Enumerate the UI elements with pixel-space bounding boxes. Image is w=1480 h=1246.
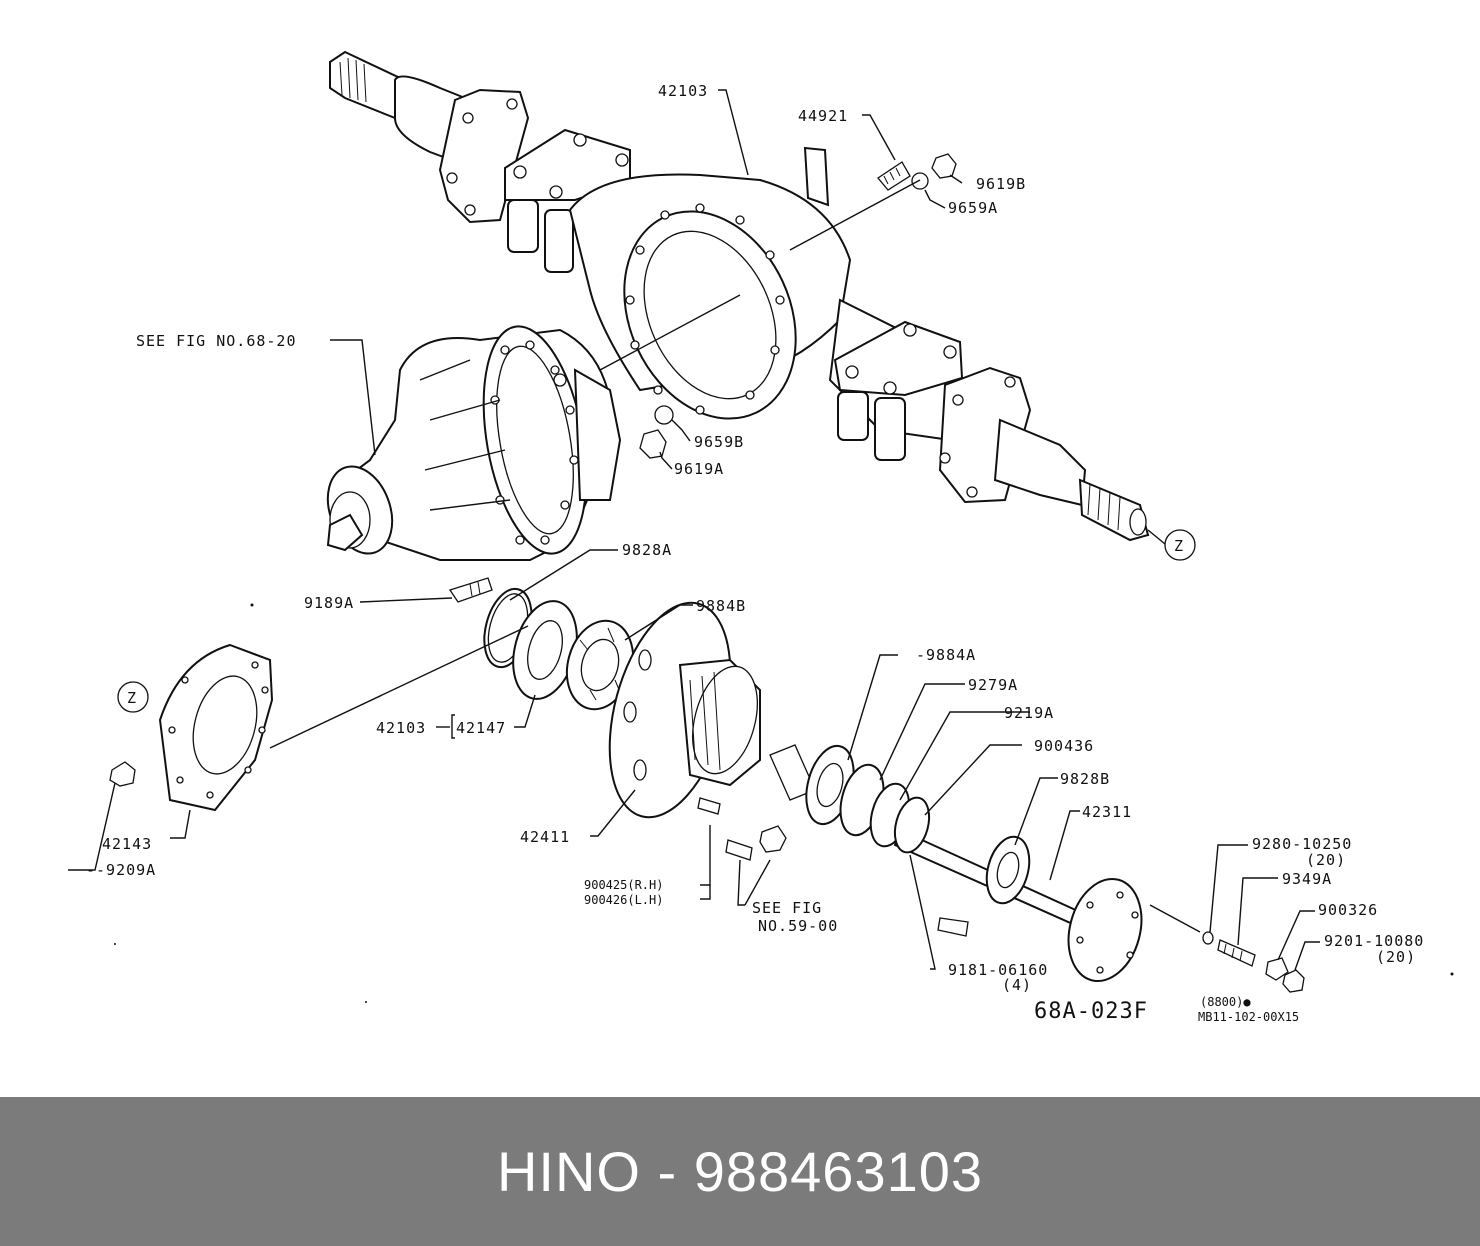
label-9828A: 9828A [622, 541, 672, 559]
label-9349A: 9349A [1282, 870, 1332, 888]
label-42103-mid: 42103 [376, 719, 426, 737]
label-9280-qty: (20) [1306, 851, 1346, 869]
label-42311: 42311 [1082, 803, 1132, 821]
label-9201-10080: 9201-10080 [1324, 932, 1424, 950]
label-42103-top: 42103 [658, 82, 708, 100]
stray-dots [114, 603, 1454, 1003]
label-see-fig-68-20: SEE FIG NO.68-20 [136, 332, 297, 350]
note-line2: MB11-102-00X15 [1198, 1010, 1299, 1024]
footer-bar: HINO - 988463103 [0, 1097, 1480, 1246]
differential-carrier-drawing [326, 325, 622, 561]
label-42411: 42411 [520, 828, 570, 846]
part-labels: 42103 44921 9619B 9659A SEE FIG NO.68-20… [86, 82, 1424, 1024]
label-42143: 42143 [102, 835, 152, 853]
label-900425: 900425(R.H) [584, 878, 663, 892]
label-9884A: -9884A [916, 646, 976, 664]
label-9828B: 9828B [1060, 770, 1110, 788]
footer-title: HINO - 988463103 [496, 1140, 984, 1203]
parts-diagram: 42103 44921 9619B 9659A SEE FIG NO.68-20… [68, 50, 1454, 1024]
label-9884B: 9884B [696, 597, 746, 615]
label-42147: 42147 [456, 719, 506, 737]
axle-housing-drawing [329, 50, 1150, 542]
label-9279A: 9279A [968, 676, 1018, 694]
label-z-left: Z [127, 689, 137, 707]
label-9209A: --9209A [86, 861, 156, 879]
leader-lines [68, 89, 1320, 971]
figure-code: 68A-023F [1034, 999, 1148, 1024]
label-9201-qty: (20) [1376, 948, 1416, 966]
label-900436: 900436 [1034, 737, 1094, 755]
callout-z-right-circle [1164, 529, 1196, 561]
label-44921: 44921 [798, 107, 848, 125]
label-9619A: 9619A [674, 460, 724, 478]
label-9619B: 9619B [976, 175, 1026, 193]
label-9659B: 9659B [694, 433, 744, 451]
label-900326: 900326 [1318, 901, 1378, 919]
label-9181-06160: 9181-06160 [948, 961, 1048, 979]
label-see-fig-59-00-line1: SEE FIG [752, 899, 822, 917]
callout-z-left-circle [117, 681, 149, 713]
note-line1: (8800)● [1200, 995, 1251, 1009]
hardware-drawings [109, 153, 1305, 993]
label-9189A: 9189A [304, 594, 354, 612]
label-9181-qty: (4) [1002, 976, 1032, 994]
label-z-right: Z [1174, 537, 1184, 555]
label-see-fig-59-00-line2: NO.59-00 [758, 917, 838, 935]
label-900426: 900426(L.H) [584, 893, 663, 907]
label-9659A: 9659A [948, 199, 998, 217]
label-9280-10250: 9280-10250 [1252, 835, 1352, 853]
label-9219A: 9219A [1004, 704, 1054, 722]
